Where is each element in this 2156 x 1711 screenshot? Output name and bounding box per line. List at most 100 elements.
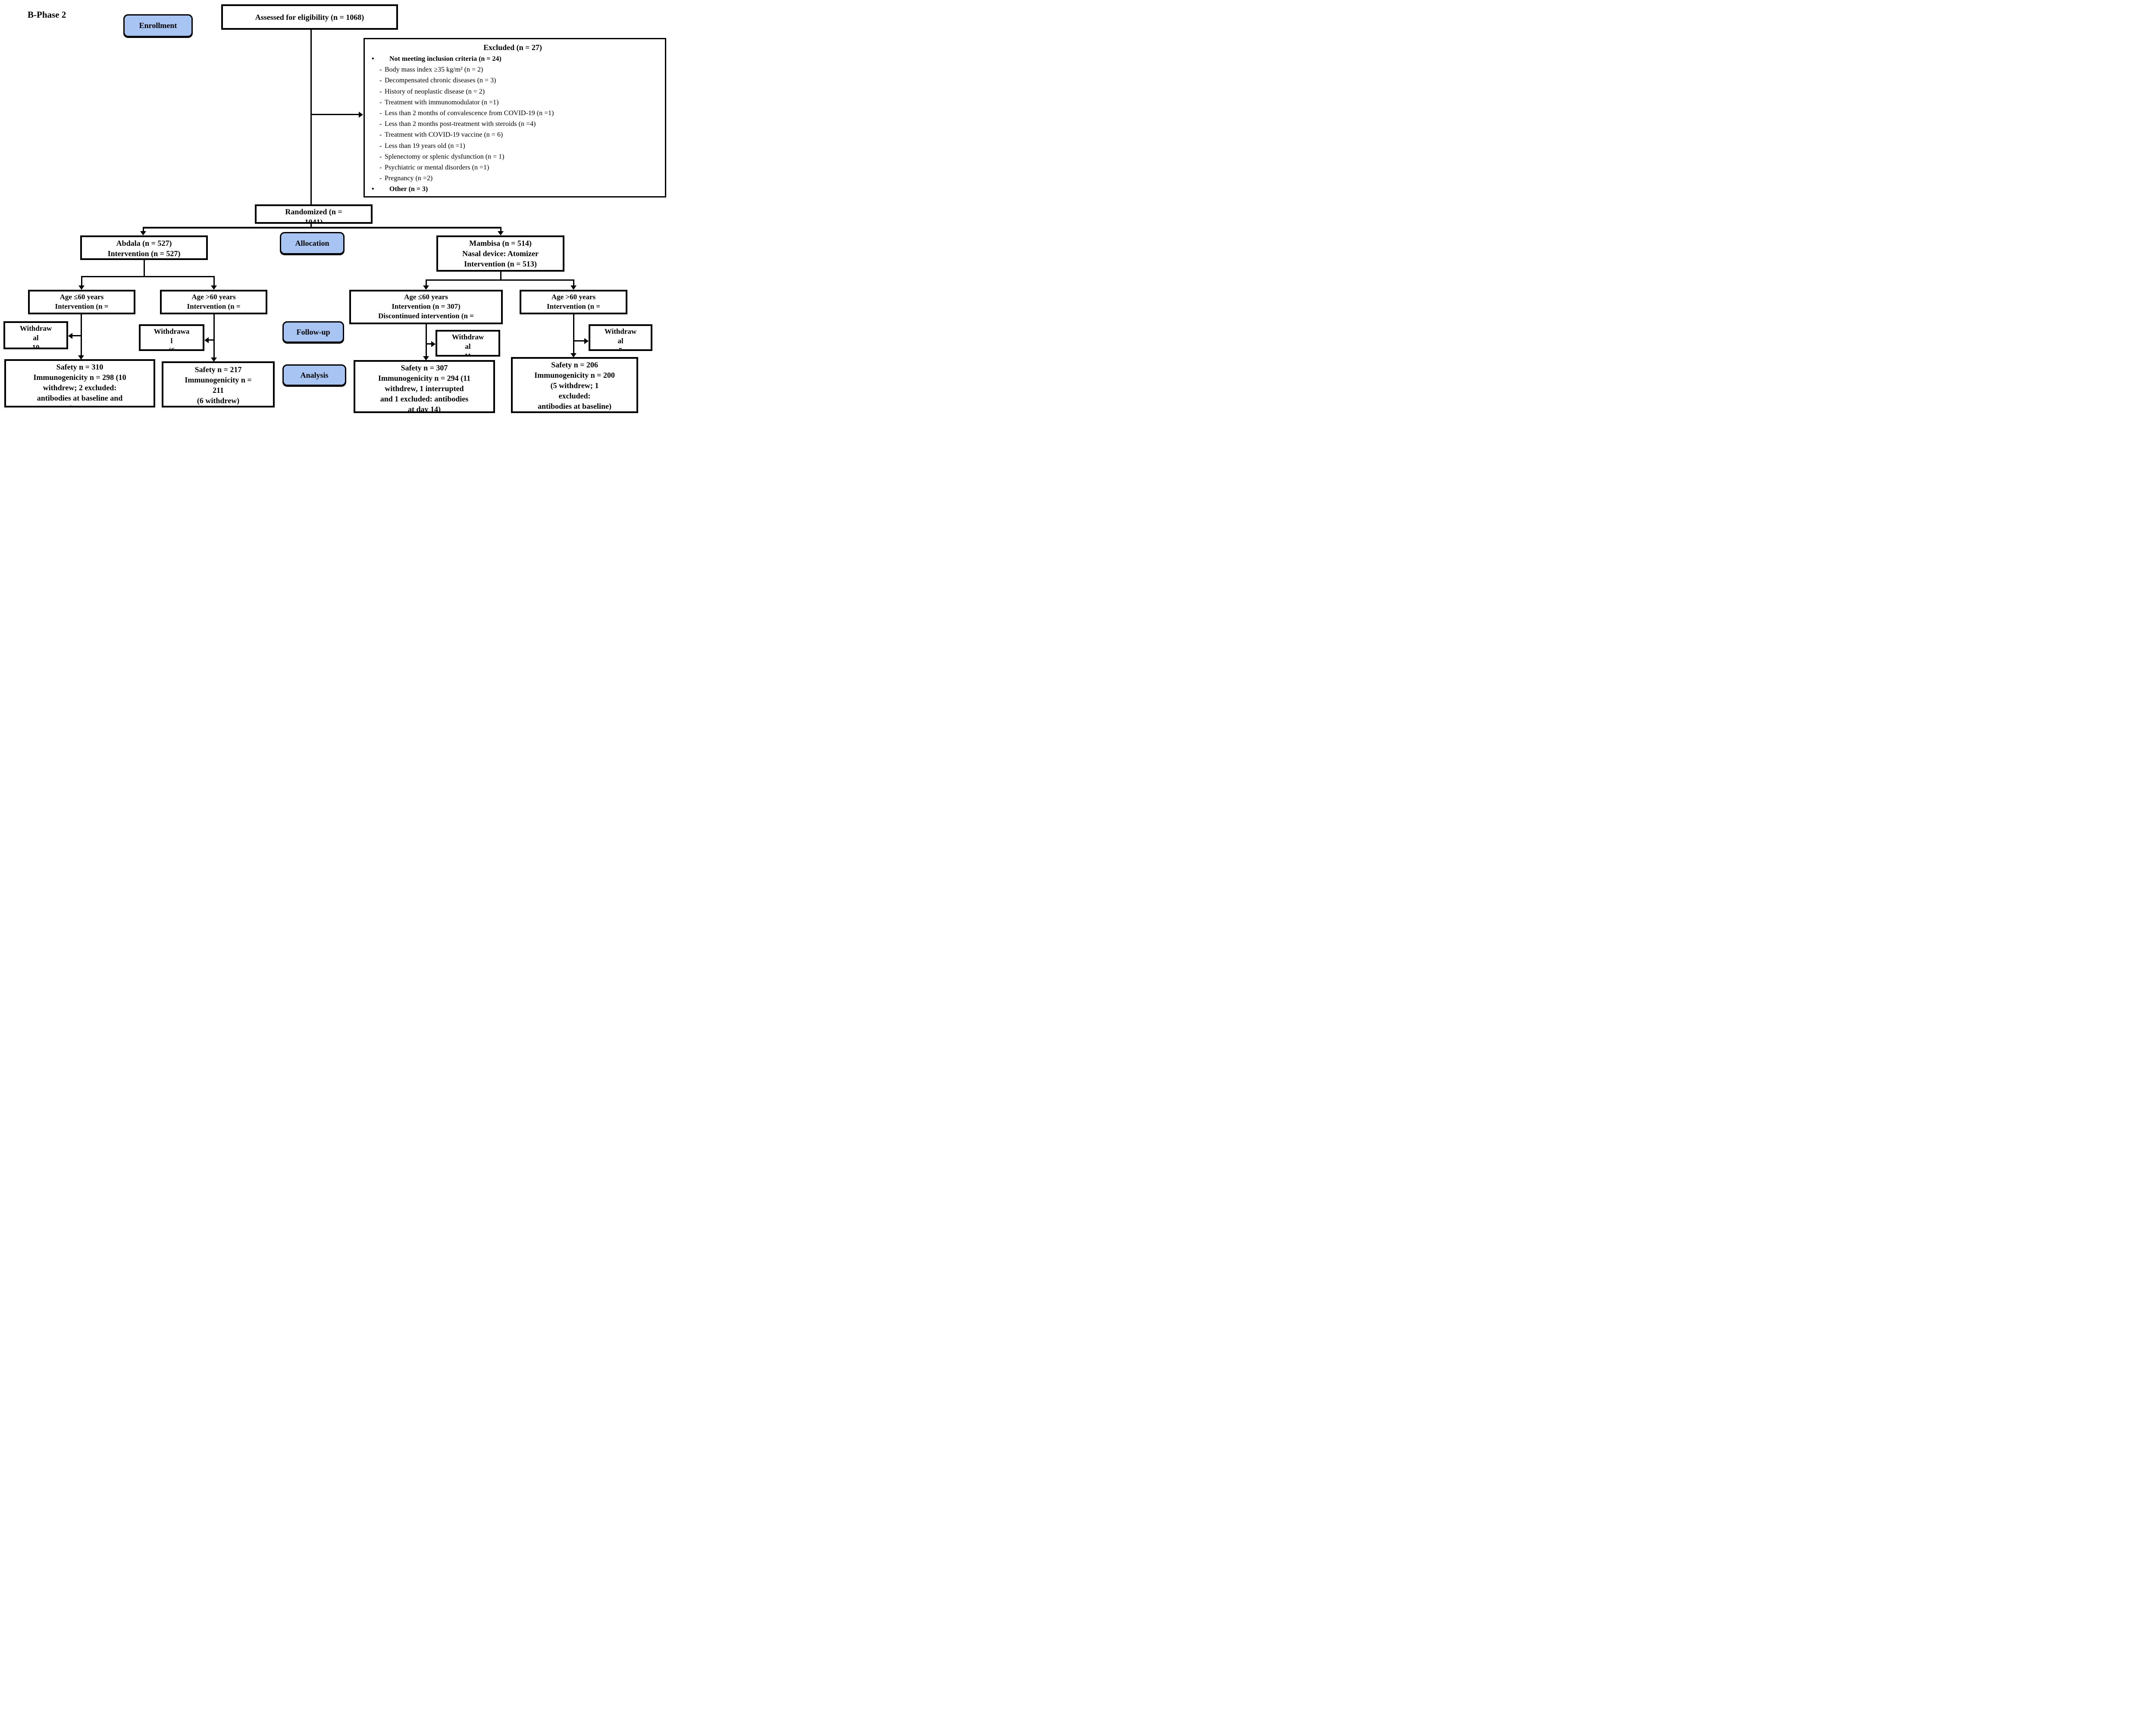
excluded-item: -Body mass index ≥35 kg/m² (n = 2) <box>365 64 661 75</box>
age-line: Intervention (n = <box>547 302 600 310</box>
excluded-item: -Treatment with immunomodulator (n =1) <box>365 97 661 108</box>
arrowhead-into-mambisa-young <box>423 285 429 290</box>
arrowhead-into-safety-4 <box>570 353 577 357</box>
withdrawal-line-clipped: 5 <box>618 346 623 351</box>
dash-marker: - <box>379 110 382 117</box>
age-line-clipped: 217) <box>162 311 266 313</box>
arrowhead-into-withdrawal-1 <box>68 332 72 339</box>
randomized-line2: 1041) <box>304 218 323 224</box>
age-line: Age ≤60 years <box>404 293 448 301</box>
bullet-marker: • <box>372 55 374 63</box>
arrowhead-into-excluded <box>359 111 363 118</box>
excluded-item: -Decompensated chronic diseases (n = 3) <box>365 75 661 86</box>
safety-line: (5 withdrew; 1 <box>550 381 599 390</box>
connector-randomized-splitter <box>310 224 312 227</box>
withdrawal-line: Withdraw <box>19 324 52 332</box>
arrowhead-into-mambisa-old <box>570 285 577 290</box>
age-line: Age >60 years <box>551 293 596 301</box>
page-title: B-Phase 2 <box>28 9 66 20</box>
connector-drop-mambisa <box>500 227 501 232</box>
arrowhead-into-abdala-young <box>78 285 85 290</box>
box-safety-mambisa-young: Safety n = 307 Immunogenicity n = 294 (1… <box>354 360 495 413</box>
excluded-item-other: •Other (n = 3) <box>365 184 661 194</box>
box-mambisa: Mambisa (n = 514) Nasal device: Atomizer… <box>436 235 564 272</box>
withdrawal-line-clipped: 11 <box>464 352 472 357</box>
connector-arm-splitter <box>143 227 501 229</box>
dash-marker: - <box>379 120 382 128</box>
safety-line: Safety n = 307 <box>401 364 448 372</box>
stage-allocation-label: Allocation <box>295 238 329 248</box>
withdrawal-line: Withdrawa <box>154 327 190 335</box>
arrowhead-into-abdala-old <box>211 285 217 290</box>
dash-marker: - <box>379 131 382 139</box>
age-line: Intervention (n = 307) <box>392 302 461 310</box>
excluded-item: -Treatment with COVID-19 vaccine (n = 6) <box>365 129 661 140</box>
mambisa-line3: Intervention (n = 513) <box>464 260 537 268</box>
connector-mambisa-old-safety <box>573 314 574 354</box>
withdrawal-line: al <box>33 334 39 342</box>
safety-line: 211 <box>212 386 224 395</box>
box-safety-mambisa-old: Safety n = 206 Immunogenicity n = 200 (5… <box>511 357 638 413</box>
box-assessed: Assessed for eligibility (n = 1068) <box>221 4 398 30</box>
arrowhead-into-withdrawal-4 <box>584 338 589 344</box>
box-excluded: Excluded (n = 27) •Not meeting inclusion… <box>364 38 666 197</box>
excluded-item-not-meeting: •Not meeting inclusion criteria (n = 24) <box>365 53 661 64</box>
box-safety-abdala-young: Safety n = 310 Immunogenicity n = 298 (1… <box>4 359 155 407</box>
connector-withdrawal-branch <box>72 335 81 336</box>
withdrawal-line-clipped: 10 <box>32 343 40 349</box>
box-withdrawal-abdala-old: Withdrawa l (6 <box>139 324 204 351</box>
withdrawal-line: Withdraw <box>451 333 484 341</box>
arrowhead-into-safety-2 <box>211 357 217 362</box>
dash-marker: - <box>379 77 382 85</box>
age-line: Age ≤60 years <box>60 293 104 301</box>
mambisa-line1: Mambisa (n = 514) <box>469 239 532 248</box>
connector-drop-abdala-old <box>213 276 215 286</box>
connector-drop-abdala <box>143 227 144 232</box>
box-age-mambisa-young: Age ≤60 years Intervention (n = 307) Dis… <box>349 290 503 324</box>
withdrawal-line-clipped: (6 <box>168 346 175 351</box>
box-age-abdala-old: Age >60 years Intervention (n = 217) <box>160 290 267 314</box>
withdrawal-line: al <box>617 337 624 345</box>
connector-withdrawal-branch <box>426 343 432 345</box>
box-randomized: Randomized (n = 1041) <box>255 204 373 224</box>
box-withdrawal-mambisa-old: Withdraw al 5 <box>589 324 652 351</box>
arrowhead-into-withdrawal-3 <box>431 341 436 347</box>
age-line-clipped: 206) <box>521 311 626 313</box>
connector-abdala-down <box>144 260 145 276</box>
connector-drop-abdala-young <box>81 276 82 286</box>
dash-marker: - <box>379 142 382 150</box>
safety-line: Safety n = 217 <box>194 365 242 374</box>
excluded-item: -Psychiatric or mental disorders (n =1) <box>365 162 661 173</box>
connector-mambisa-age-splitter <box>426 279 574 281</box>
age-line-clipped: 310) <box>30 311 134 313</box>
safety-line: and 1 excluded: antibodies <box>380 395 469 403</box>
stage-enrollment-label: Enrollment <box>139 21 177 30</box>
connector-abdala-age-splitter <box>81 276 214 277</box>
bullet-marker: • <box>372 185 374 193</box>
excluded-title: Excluded (n = 27) <box>483 43 542 52</box>
safety-line: Immunogenicity n = 298 (10 <box>33 373 126 382</box>
withdrawal-line: Withdraw <box>604 327 637 335</box>
age-line: Intervention (n = <box>55 302 109 310</box>
box-age-mambisa-old: Age >60 years Intervention (n = 206) <box>520 290 627 314</box>
randomized-line1: Randomized (n = <box>285 207 342 216</box>
dash-marker: - <box>379 175 382 182</box>
safety-line: antibodies at baseline and <box>37 394 123 402</box>
box-withdrawal-mambisa-young: Withdraw al 11 <box>436 330 500 357</box>
connector-excluded-branch <box>310 114 359 115</box>
connector-drop-mambisa-young <box>426 279 427 286</box>
safety-line: antibodies at baseline) <box>537 402 612 411</box>
safety-line: Safety n = 310 <box>56 363 103 371</box>
safety-line: Immunogenicity n = 200 <box>534 371 615 379</box>
safety-line: Immunogenicity n = 294 (11 <box>378 374 471 382</box>
stage-follow-up: Follow-up <box>282 321 344 343</box>
box-abdala: Abdala (n = 527) Intervention (n = 527) <box>80 235 208 260</box>
excluded-item: -Less than 2 months of convalescence fro… <box>365 108 661 119</box>
stage-follow-up-label: Follow-up <box>296 327 330 336</box>
age-line-clipped: 1) <box>351 321 501 323</box>
assessed-text: Assessed for eligibility (n = 1068) <box>255 13 364 22</box>
safety-line: withdrew, 1 interrupted <box>385 384 464 393</box>
connector-drop-mambisa-old <box>573 279 574 286</box>
safety-line: Immunogenicity n = <box>185 376 252 384</box>
withdrawal-line: l <box>170 337 173 345</box>
